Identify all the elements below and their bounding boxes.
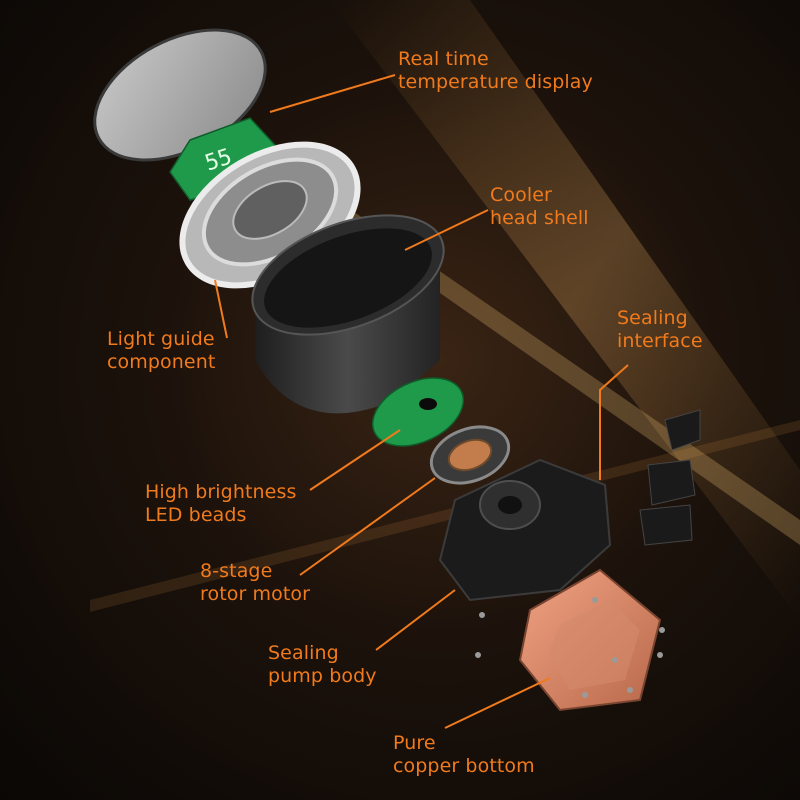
label-light-guide-line-2: component: [107, 351, 216, 373]
label-sealing-interface-line-2: interface: [617, 330, 703, 352]
label-pump-body: Sealing pump body: [268, 642, 377, 688]
leader-line-temperature-display: [269, 74, 396, 113]
leader-line-cooler-shell: [404, 209, 489, 251]
label-copper-bottom: Pure copper bottom: [393, 732, 535, 778]
label-rotor-motor-line-2: rotor motor: [200, 583, 311, 605]
label-led-beads: High brightness LED beads: [145, 481, 296, 527]
cooler-head-shell: [251, 214, 445, 414]
pump-body: [438, 458, 612, 602]
label-rotor-motor: 8-stage rotor motor: [200, 560, 310, 606]
label-pump-body-line-2: pump body: [268, 665, 377, 687]
leader-line-copper-bottom: [444, 677, 551, 729]
label-sealing-interface: Sealing interface: [617, 307, 703, 353]
label-copper-bottom-line-1: Pure: [393, 732, 436, 754]
label-cooler-shell-line-1: Cooler: [490, 184, 552, 206]
leader-line-sealing-interface: [599, 364, 629, 480]
label-rotor-motor-line-1: 8-stage: [200, 560, 273, 582]
label-cooler-shell: Cooler head shell: [490, 184, 589, 230]
label-light-guide-line-1: Light guide: [107, 328, 215, 350]
leader-line-rotor-motor: [299, 477, 436, 576]
leader-line-light-guide: [214, 279, 228, 339]
label-cooler-shell-line-2: head shell: [490, 207, 589, 229]
label-led-beads-line-1: High brightness: [145, 481, 297, 503]
label-temperature-display: Real time temperature display: [398, 48, 593, 94]
label-led-beads-line-2: LED beads: [145, 504, 247, 526]
leader-lines: [214, 74, 629, 729]
label-copper-bottom-line-2: copper bottom: [393, 755, 535, 777]
label-light-guide: Light guide component: [107, 328, 215, 374]
rotor-motor-coil: [429, 425, 511, 485]
label-pump-body-line-1: Sealing: [268, 642, 339, 664]
sealing-interface-fittings: [639, 409, 701, 546]
screws: [475, 597, 665, 698]
copper-base-plate: [518, 568, 662, 712]
label-temperature-display-line-2: temperature display: [398, 71, 593, 93]
label-sealing-interface-line-1: Sealing: [617, 307, 688, 329]
leader-line-pump-body: [375, 589, 456, 651]
label-temperature-display-line-1: Real time: [398, 48, 489, 70]
led-board: [371, 377, 465, 447]
leader-line-led-beads: [309, 429, 401, 491]
